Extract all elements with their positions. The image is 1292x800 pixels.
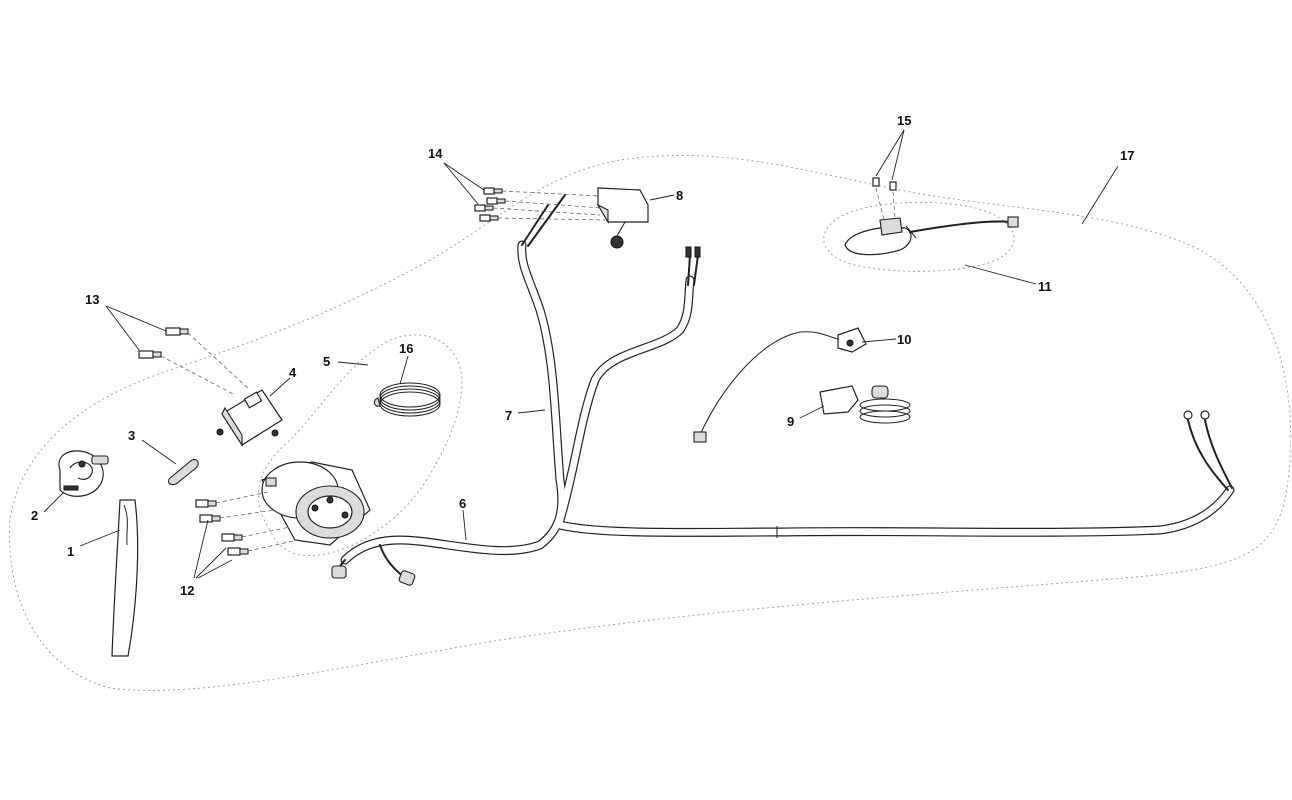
callout-8: 8 [676,188,683,203]
pin-part [167,459,199,486]
callout-15: 15 [897,113,911,128]
kit-boundary-outline [9,155,1292,691]
leader-15b [891,129,905,181]
leader-14b [443,162,479,205]
leader-1 [79,529,121,547]
bolt-12-a [195,499,217,508]
leader-14a [443,162,485,191]
callout-14: 14 [428,146,443,161]
screw-14-c [474,204,494,212]
strap-part [111,499,139,657]
callout-12: 12 [180,583,194,598]
callout-10: 10 [897,332,911,347]
control-box-part [216,389,283,447]
leader-2 [43,491,65,513]
wire-harness-part [331,194,1235,586]
callout-17: 17 [1120,148,1134,163]
leader-7 [517,409,546,414]
leader-17 [1081,165,1119,225]
bolt-13-lower [138,350,162,359]
callout-1: 1 [67,544,74,559]
dash-13a [187,332,251,391]
callout-16: 16 [399,341,413,356]
handlebar-switch-part [844,216,1019,256]
switch-module-part [596,187,649,249]
callout-3: 3 [128,428,135,443]
bolt-12-b [199,514,221,523]
leader-13b [105,305,140,351]
leader-9 [799,405,825,419]
dash-14d [497,217,606,221]
dash-13b [160,355,236,396]
screw-14-b [486,197,506,205]
leader-3 [141,439,177,465]
screw-14-d [479,214,499,222]
dash-12a [215,491,269,504]
callout-11: 11 [1038,279,1052,294]
coil-cable-part [373,382,441,417]
leader-5 [337,361,369,366]
leader-12a [193,519,209,579]
hook-part [58,450,109,497]
leader-16 [399,355,409,385]
bolt-13-upper [165,327,189,336]
bolt-12-d [227,547,249,556]
relay-lead-part [693,327,867,443]
callout-4: 4 [289,365,297,380]
leader-15a [875,129,905,177]
leader-12b [195,547,227,579]
leader-8 [649,194,675,201]
dash-14b [504,200,603,209]
screw-15-left [872,177,880,187]
dash-15a [875,187,885,221]
callout-2: 2 [31,508,38,523]
leader-12c [197,559,233,579]
callout-5: 5 [323,354,330,369]
callout-13: 13 [85,292,99,307]
leader-13a [105,305,167,332]
winch-motor-part [261,461,371,546]
leader-6 [462,509,467,541]
screw-14-a [483,187,503,195]
solenoid-part [819,385,911,424]
dash-12c [241,526,291,538]
dash-15b [892,191,896,219]
callout-9: 9 [787,414,794,429]
callout-7: 7 [505,408,512,423]
callout-6: 6 [459,496,466,511]
screw-15-right [889,181,897,191]
dash-12d [247,539,299,552]
leader-4 [269,377,291,397]
leader-11 [964,264,1037,285]
dash-12b [219,509,276,519]
dash-14c [492,207,601,216]
dash-14a [501,190,601,197]
bolt-12-c [221,533,243,542]
leader-10 [861,338,897,343]
